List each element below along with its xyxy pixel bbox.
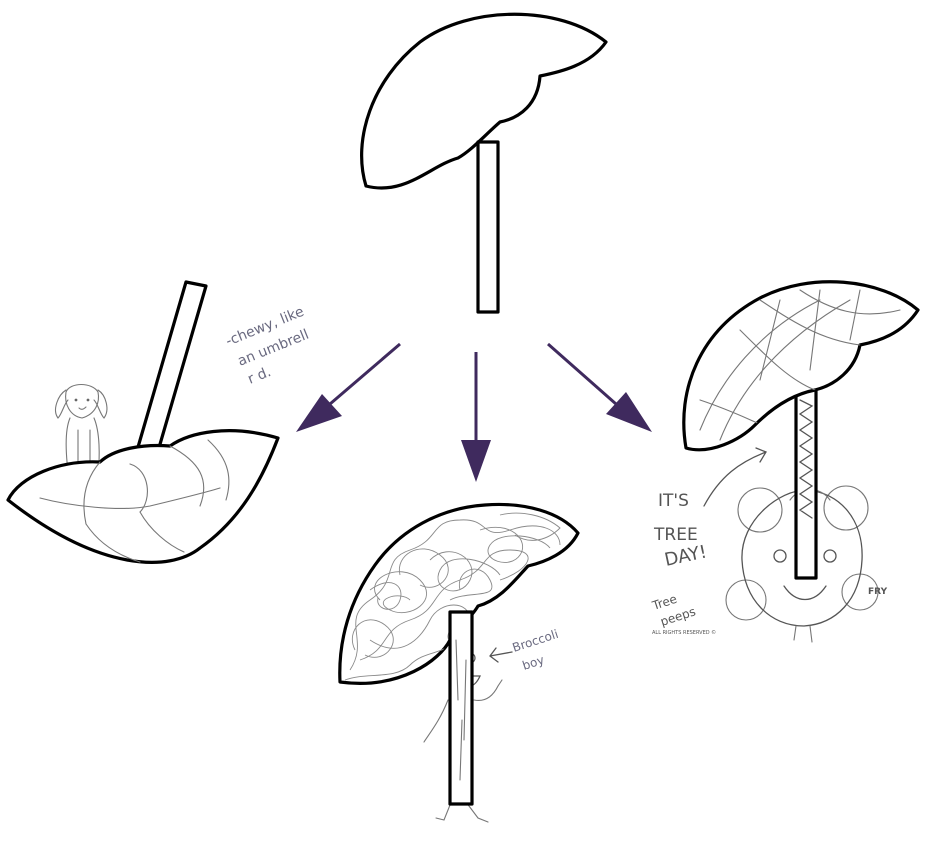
arrow-right [547, 342, 652, 432]
original-stem [476, 140, 500, 314]
arrow-right-line [547, 342, 617, 406]
arrow-down-head [461, 440, 491, 482]
left-cap [6, 429, 280, 564]
original-shape [360, 12, 608, 314]
arrow-left [296, 342, 401, 432]
center-annotation-arrow [489, 647, 513, 663]
arrow-down [461, 352, 491, 482]
signature: FRY [868, 587, 888, 597]
left-annotation-line-3: r d. [246, 364, 274, 388]
arrow-left-head [296, 394, 342, 432]
right-annotation-line-3: DAY! [663, 541, 709, 570]
right-cap-shading [699, 289, 901, 441]
copyright-notice: ALL RIGHTS RESERVED © [652, 629, 716, 636]
center-annotation-line-2: boy [521, 653, 546, 673]
tree-face-sketch [725, 485, 879, 643]
arrow-right-head [606, 392, 652, 432]
center-variant: Broccoli boy [338, 502, 580, 823]
right-cap [682, 280, 920, 452]
left-stem [134, 280, 208, 460]
original-cap [360, 12, 608, 190]
left-variant: -chewy, like an umbrell r d. [6, 280, 311, 564]
center-stem [448, 610, 474, 806]
right-variant: IT'S TREE DAY! Tree peeps FRY ALL RIGHTS… [650, 280, 920, 643]
right-annotation-line-1: IT'S [658, 491, 689, 511]
right-annotation-arrow [703, 447, 767, 507]
arrow-left-line [329, 342, 401, 406]
broccoli-scribble [344, 512, 561, 681]
right-annotation-line-2: TREE [653, 525, 698, 545]
center-annotation-line-1: Broccoli [511, 627, 560, 655]
